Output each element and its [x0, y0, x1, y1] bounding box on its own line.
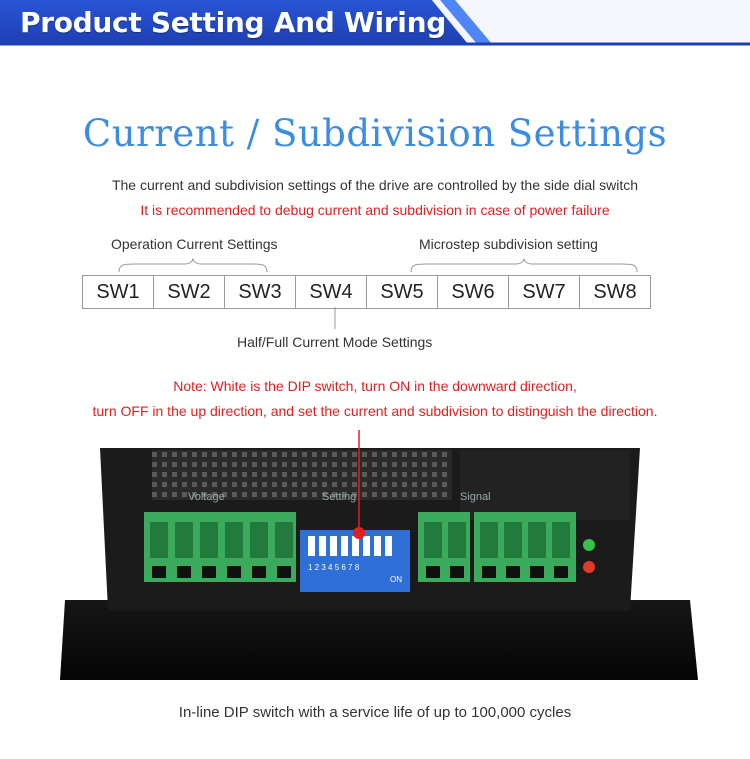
vent-grille: [152, 450, 452, 500]
switch-cell-sw3: SW3: [225, 276, 296, 308]
power-terminal-block: [144, 512, 296, 582]
switch-cell-sw1: SW1: [83, 276, 154, 308]
dip-switch: 1 2 3 4 5 6 7 8 ON: [300, 530, 410, 592]
dip-on-label: ON: [390, 575, 402, 584]
sw4-pointer-line: [334, 307, 336, 329]
switch-cell-sw8: SW8: [580, 276, 651, 308]
led-green: [583, 539, 595, 551]
recommendation-text: It is recommended to debug current and s…: [140, 202, 610, 218]
switch-cell-sw2: SW2: [154, 276, 225, 308]
switch-table: SW1 SW2 SW3 SW4 SW5 SW6 SW7 SW8: [82, 275, 651, 309]
led-red: [583, 561, 595, 573]
dip-numbers: 1 2 3 4 5 6 7 8: [308, 563, 360, 572]
voltage-label: Voltage: [188, 491, 225, 503]
microstep-label: Microstep subdivision setting: [419, 236, 598, 252]
image-caption: In-line DIP switch with a service life o…: [178, 704, 572, 721]
setting-label: Setting: [322, 491, 356, 503]
section-description: The current and subdivision settings of …: [111, 177, 639, 193]
left-brace: [118, 258, 268, 273]
switch-cell-sw6: SW6: [438, 276, 509, 308]
label-plate: [460, 450, 630, 520]
section-title: Current / Subdivision Settings: [82, 112, 668, 155]
note-line-1: Note: White is the DIP switch, turn ON i…: [173, 378, 577, 394]
banner-background: [0, 0, 750, 46]
switch-cell-sw4: SW4: [296, 276, 367, 308]
operation-current-label: Operation Current Settings: [111, 236, 278, 252]
half-full-mode-label: Half/Full Current Mode Settings: [237, 334, 433, 350]
switch-cell-sw7: SW7: [509, 276, 580, 308]
right-brace: [410, 258, 638, 273]
heatsink-base: [60, 600, 698, 680]
switch-cell-sw5: SW5: [367, 276, 438, 308]
signal-label: Signal: [460, 491, 491, 503]
driver-device-image: Voltage Setting Signal 1 2 3 4 5 6 7 8 O…: [60, 448, 698, 680]
dip-callout-marker: [353, 430, 365, 539]
banner-title: Product Setting And Wiring: [20, 6, 446, 39]
note-line-2: turn OFF in the up direction, and set th…: [92, 403, 658, 419]
signal-terminal-block: [418, 512, 576, 582]
header-banner: Product Setting And Wiring: [0, 0, 750, 52]
